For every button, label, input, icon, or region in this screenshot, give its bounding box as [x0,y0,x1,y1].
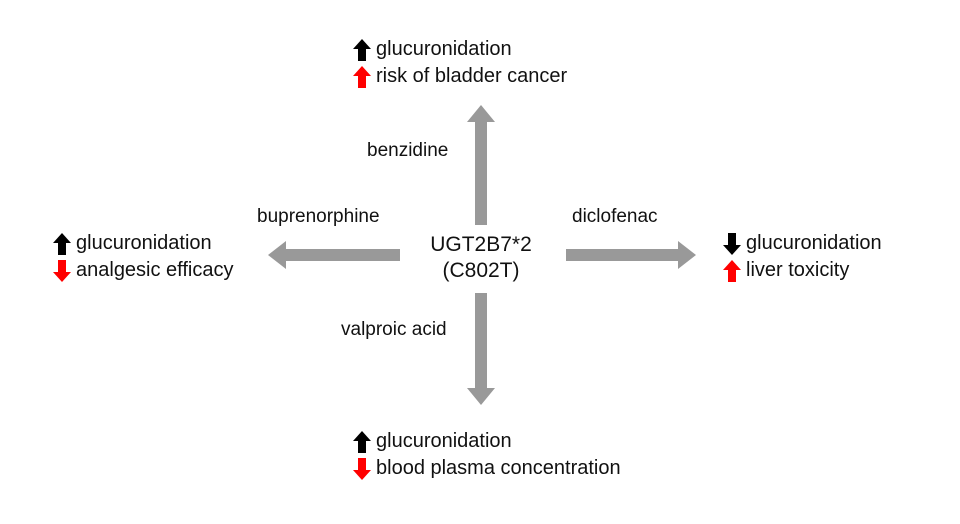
arrow-down-icon [353,457,371,480]
outcome-row: blood plasma concentration [352,455,621,482]
center-node-variant: (C802T) [442,259,520,282]
outcome-text: glucuronidation [746,232,882,254]
outcome-block-right: glucuronidation liver toxicity [722,230,882,284]
center-node: UGT2B7*2 (C802T) [401,232,561,284]
arrow-up-icon [53,232,71,255]
outcome-row: analgesic efficacy [52,257,234,284]
outcome-text: glucuronidation [376,430,512,452]
edge-label-diclofenac: diclofenac [572,206,658,228]
edge-label-buprenorphine: buprenorphine [257,206,380,228]
outcome-row: glucuronidation [722,230,882,257]
arrow-up-icon [353,38,371,61]
center-node-gene: UGT2B7*2 [430,233,532,256]
arrow-down-icon [723,232,741,255]
edge-label-buprenorphine-text: buprenorphine [257,206,380,227]
arrow-up-icon [723,259,741,282]
edge-label-valproic-acid-text: valproic acid [341,319,447,340]
arrow-up-icon [353,430,371,453]
connector-arrow-left [268,241,400,269]
edge-label-benzidine-text: benzidine [367,140,449,161]
outcome-text: liver toxicity [746,259,850,281]
outcome-row: glucuronidation [352,428,621,455]
arrow-up-icon [353,65,371,88]
connector-arrow-down [467,293,495,405]
edge-label-valproic-acid: valproic acid [341,319,447,341]
outcome-text: blood plasma concentration [376,457,621,479]
outcome-row: risk of bladder cancer [352,63,567,90]
outcome-row: glucuronidation [352,36,567,63]
outcome-block-left: glucuronidation analgesic efficacy [52,230,234,284]
outcome-text: glucuronidation [76,232,212,254]
outcome-block-bottom: glucuronidation blood plasma concentrati… [352,428,621,482]
connector-arrow-right [566,241,696,269]
outcome-text: analgesic efficacy [76,259,234,281]
arrow-down-icon [53,259,71,282]
outcome-block-top: glucuronidation risk of bladder cancer [352,36,567,90]
outcome-row: glucuronidation [52,230,234,257]
outcome-text: glucuronidation [376,38,512,60]
edge-label-benzidine: benzidine [367,140,448,162]
outcome-text: risk of bladder cancer [376,65,568,87]
edge-label-diclofenac-text: diclofenac [572,206,658,227]
outcome-row: liver toxicity [722,257,882,284]
connector-arrow-up [467,105,495,225]
